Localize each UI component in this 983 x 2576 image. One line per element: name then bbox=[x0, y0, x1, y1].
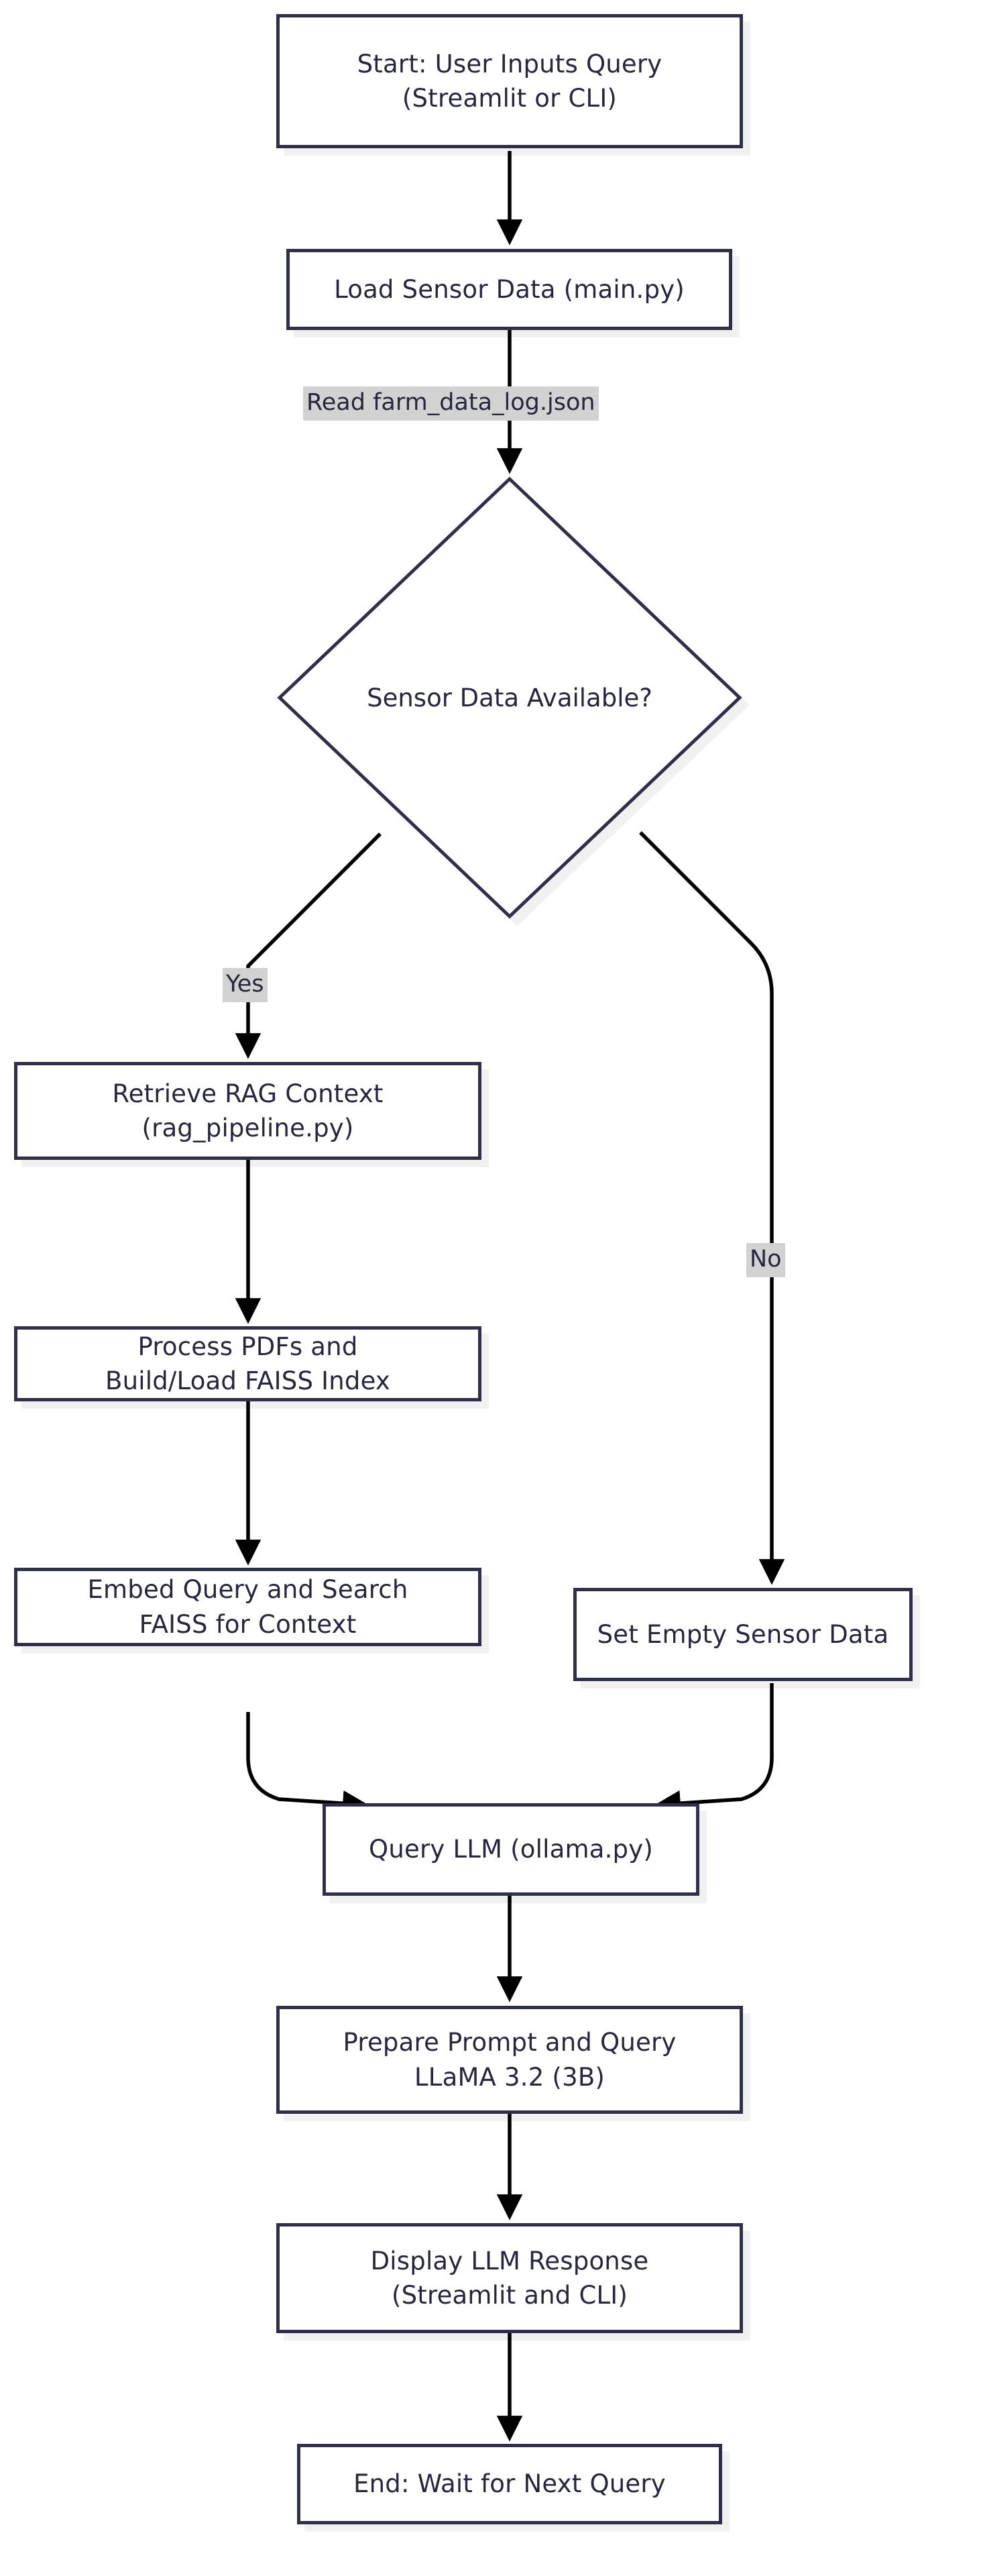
node-process-pdfs[interactable]: Process PDFs and Build/Load FAISS Index bbox=[14, 1326, 481, 1401]
edge-embed-query-to-query-llm bbox=[246, 1712, 369, 1817]
node-display-llm-response[interactable]: Display LLM Response (Streamlit and CLI) bbox=[276, 2223, 743, 2333]
node-query-llm-label: Query LLM (ollama.py) bbox=[369, 1835, 653, 1864]
edge-label-read-farm-data-log: Read farm_data_log.json bbox=[303, 386, 599, 421]
node-set-empty-sensor-data-label: Set Empty Sensor Data bbox=[597, 1619, 889, 1649]
edge-set-empty-to-query-llm bbox=[654, 1683, 774, 1817]
node-embed-query-search-faiss-label: Embed Query and Search FAISS for Context bbox=[87, 1575, 408, 1639]
edge-label-no: No bbox=[746, 1243, 785, 1278]
node-retrieve-rag-context-label: Retrieve RAG Context (rag_pipeline.py) bbox=[112, 1079, 384, 1142]
edge-decision-to-set-empty bbox=[639, 831, 785, 1585]
node-retrieve-rag-context[interactable]: Retrieve RAG Context (rag_pipeline.py) bbox=[14, 1062, 481, 1160]
edge-label-no-text: No bbox=[750, 1246, 782, 1273]
node-set-empty-sensor-data[interactable]: Set Empty Sensor Data bbox=[573, 1588, 913, 1681]
edge-label-read-farm-data-log-text: Read farm_data_log.json bbox=[306, 389, 595, 416]
node-end-wait-for-next-query[interactable]: End: Wait for Next Query bbox=[297, 2444, 722, 2524]
node-load-sensor-data[interactable]: Load Sensor Data (main.py) bbox=[286, 249, 732, 330]
diamond-shape bbox=[277, 476, 742, 919]
node-start[interactable]: Start: User Inputs Query (Streamlit or C… bbox=[276, 14, 743, 148]
node-load-sensor-data-label: Load Sensor Data (main.py) bbox=[334, 274, 685, 304]
node-start-label: Start: User Inputs Query (Streamlit or C… bbox=[357, 49, 662, 113]
node-prepare-prompt[interactable]: Prepare Prompt and Query LLaMA 3.2 (3B) bbox=[276, 2006, 743, 2114]
node-display-llm-response-label: Display LLM Response (Streamlit and CLI) bbox=[370, 2246, 649, 2310]
node-end-wait-for-next-query-label: End: Wait for Next Query bbox=[353, 2469, 666, 2499]
edge-label-yes: Yes bbox=[223, 968, 268, 1003]
node-query-llm[interactable]: Query LLM (ollama.py) bbox=[323, 1803, 699, 1896]
edge-label-yes-text: Yes bbox=[226, 971, 264, 998]
node-prepare-prompt-label: Prepare Prompt and Query LLaMA 3.2 (3B) bbox=[343, 2028, 677, 2092]
node-process-pdfs-label: Process PDFs and Build/Load FAISS Index bbox=[105, 1332, 390, 1395]
node-embed-query-search-faiss[interactable]: Embed Query and Search FAISS for Context bbox=[14, 1568, 481, 1646]
node-decision-sensor-data-available[interactable]: Sensor Data Available? bbox=[276, 476, 743, 920]
